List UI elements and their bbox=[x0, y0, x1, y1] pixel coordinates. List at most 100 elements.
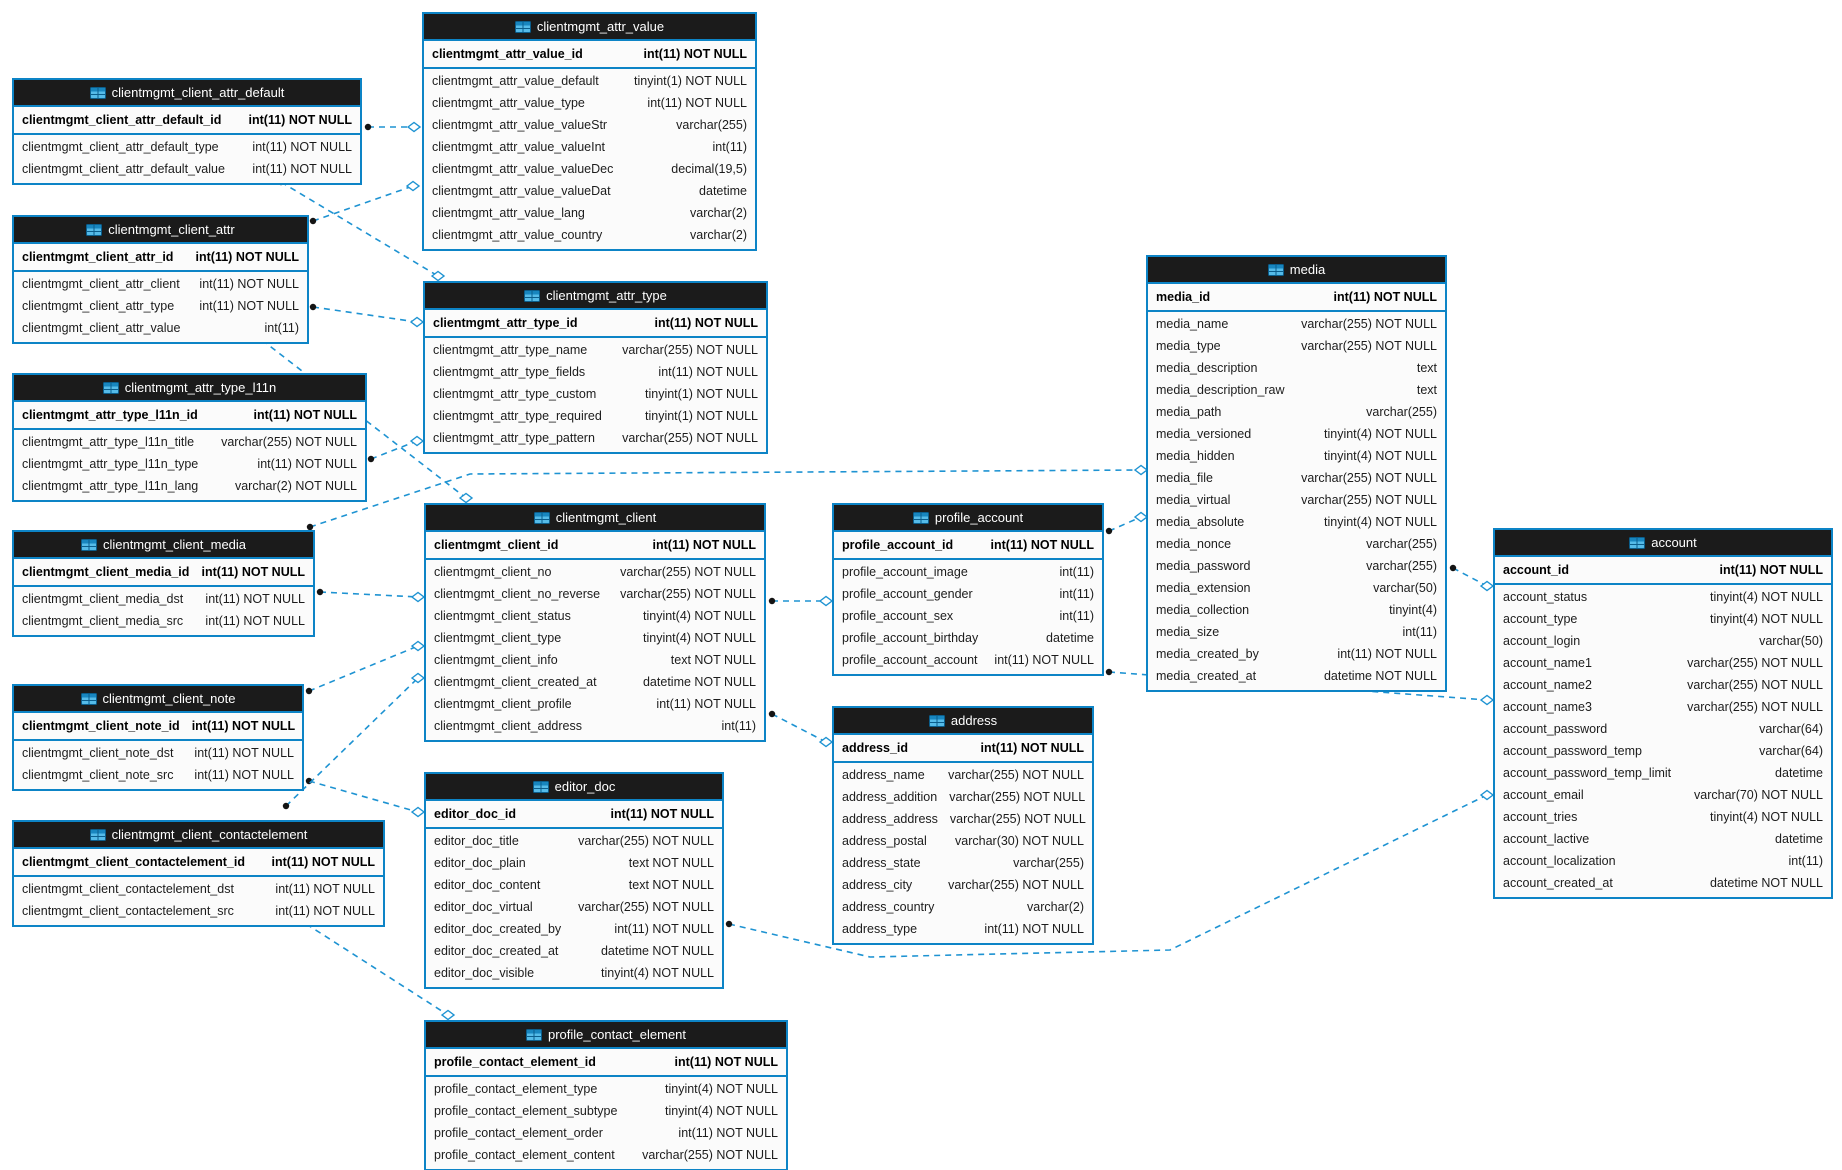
table-header[interactable]: clientmgmt_attr_type bbox=[425, 283, 766, 310]
table-icon bbox=[1267, 263, 1284, 276]
table-account[interactable]: account account_id int(11) NOT NULL acco… bbox=[1493, 528, 1833, 899]
relationship-profile_account-to-media[interactable] bbox=[1108, 516, 1142, 532]
table-clientmgmt_client_note[interactable]: clientmgmt_client_note clientmgmt_client… bbox=[12, 684, 304, 791]
column-type: varchar(2) bbox=[1027, 900, 1084, 914]
relationship-clientmgmt_client_attr-to-clientmgmt_attr_type[interactable] bbox=[312, 306, 418, 323]
table-clientmgmt_client_attr[interactable]: clientmgmt_client_attr clientmgmt_client… bbox=[12, 215, 309, 344]
column-name: address_type bbox=[842, 922, 918, 936]
table-header[interactable]: clientmgmt_attr_type_l11n bbox=[14, 375, 365, 402]
column-type: varchar(255) NOT NULL bbox=[1687, 678, 1823, 692]
table-header[interactable]: media bbox=[1148, 257, 1445, 284]
column-name: clientmgmt_attr_type_required bbox=[433, 409, 602, 423]
table-profile_account[interactable]: profile_account profile_account_id int(1… bbox=[832, 503, 1104, 676]
relationship-clientmgmt_client_attr_default-to-clientmgmt_attr_type[interactable] bbox=[280, 181, 439, 277]
column-name: account_password_temp_limit bbox=[1503, 766, 1672, 780]
column-name: editor_doc_plain bbox=[434, 856, 526, 870]
relationship-clientmgmt_attr_type_l11n-to-clientmgmt_attr_type[interactable] bbox=[370, 440, 418, 460]
column-type: int(11) NOT NULL bbox=[652, 538, 756, 552]
connector-dot bbox=[309, 303, 317, 311]
column-name: address_addition bbox=[842, 790, 938, 804]
table-clientmgmt_client_contactelement[interactable]: clientmgmt_client_contactelement clientm… bbox=[12, 820, 385, 927]
column-type: varchar(2) bbox=[690, 228, 747, 242]
table-media[interactable]: media media_id int(11) NOT NULL media_na… bbox=[1146, 255, 1447, 692]
column-name: clientmgmt_client_contactelement_src bbox=[22, 904, 234, 918]
table-clientmgmt_client_attr_default[interactable]: clientmgmt_client_attr_default clientmgm… bbox=[12, 78, 362, 185]
relationship-clientmgmt_client_attr-to-clientmgmt_attr_value[interactable] bbox=[312, 185, 414, 222]
table-editor_doc[interactable]: editor_doc editor_doc_id int(11) NOT NUL… bbox=[424, 772, 724, 989]
table-address[interactable]: address address_id int(11) NOT NULL addr… bbox=[832, 706, 1094, 945]
connector-diamond bbox=[818, 736, 834, 748]
relationship-clientmgmt_client_contactelement-to-clientmgmt_client[interactable] bbox=[285, 677, 419, 807]
relationship-clientmgmt_client-to-address[interactable] bbox=[771, 713, 827, 743]
table-header[interactable]: clientmgmt_client_media bbox=[14, 532, 313, 559]
table-header[interactable]: clientmgmt_client_attr_default bbox=[14, 80, 360, 107]
table-header[interactable]: profile_contact_element bbox=[426, 1022, 786, 1049]
column-type: text bbox=[1416, 383, 1437, 397]
column-name: media_collection bbox=[1156, 603, 1250, 617]
table-header[interactable]: clientmgmt_client_contactelement bbox=[14, 822, 383, 849]
column-type: tinyint(4) NOT NULL bbox=[643, 609, 756, 623]
connector-diamond bbox=[409, 316, 425, 328]
relationship-clientmgmt_client_media-to-media[interactable] bbox=[309, 469, 1142, 528]
column-type: int(11) NOT NULL bbox=[191, 719, 296, 733]
table-name: profile_account bbox=[934, 510, 1024, 525]
table-header[interactable]: clientmgmt_attr_value bbox=[424, 14, 755, 41]
table-header[interactable]: clientmgmt_client_attr bbox=[14, 217, 307, 244]
table-clientmgmt_client[interactable]: clientmgmt_client clientmgmt_client_id i… bbox=[424, 503, 766, 742]
table-clientmgmt_attr_value[interactable]: clientmgmt_attr_value clientmgmt_attr_va… bbox=[422, 12, 757, 251]
column-name: clientmgmt_client_media_dst bbox=[22, 592, 184, 606]
table-name: clientmgmt_attr_value bbox=[536, 19, 665, 34]
column-type: datetime bbox=[1775, 832, 1823, 846]
column-type: int(11) NOT NULL bbox=[984, 922, 1084, 936]
table-clientmgmt_attr_type[interactable]: clientmgmt_attr_type clientmgmt_attr_typ… bbox=[423, 281, 768, 454]
table-header[interactable]: clientmgmt_client bbox=[426, 505, 764, 532]
column-type: int(11) NOT NULL bbox=[990, 538, 1094, 552]
column-name: address_city bbox=[842, 878, 913, 892]
table-header[interactable]: clientmgmt_client_note bbox=[14, 686, 302, 713]
table-icon bbox=[89, 86, 106, 99]
table-header[interactable]: account bbox=[1495, 530, 1831, 557]
column-name: clientmgmt_client_attr_default_value bbox=[22, 162, 225, 176]
table-name: clientmgmt_client_contactelement bbox=[111, 827, 308, 842]
column-name: media_description bbox=[1156, 361, 1258, 375]
column-name: clientmgmt_client_no bbox=[434, 565, 552, 579]
column-type: int(11) bbox=[1059, 587, 1094, 601]
column-name: account_tries bbox=[1503, 810, 1578, 824]
primary-key-row: clientmgmt_client_contactelement_id int(… bbox=[14, 849, 383, 877]
column-name: editor_doc_created_by bbox=[434, 922, 562, 936]
relationship-clientmgmt_client_media-to-clientmgmt_client[interactable] bbox=[319, 591, 419, 598]
table-clientmgmt_attr_type_l11n[interactable]: clientmgmt_attr_type_l11n clientmgmt_att… bbox=[12, 373, 367, 502]
relationship-media-to-account[interactable] bbox=[1452, 567, 1488, 587]
table-header[interactable]: profile_account bbox=[834, 505, 1102, 532]
relationship-clientmgmt_client_note-to-clientmgmt_client[interactable] bbox=[308, 645, 419, 692]
relationship-clientmgmt_client_contactelement-to-profile_contact_element[interactable] bbox=[296, 917, 449, 1016]
table-header[interactable]: editor_doc bbox=[426, 774, 722, 801]
column-name: clientmgmt_client_created_at bbox=[434, 675, 597, 689]
table-header[interactable]: address bbox=[834, 708, 1092, 735]
column-type: int(11) NOT NULL bbox=[994, 653, 1094, 667]
column-type: varchar(255) NOT NULL bbox=[1687, 700, 1823, 714]
column-type: varchar(50) bbox=[1373, 581, 1437, 595]
column-type: int(11) bbox=[1788, 854, 1823, 868]
column-name: clientmgmt_attr_value_valueStr bbox=[432, 118, 608, 132]
column-type: varchar(255) bbox=[1013, 856, 1084, 870]
column-type: tinyint(4) NOT NULL bbox=[643, 631, 756, 645]
relationship-editor_doc-to-account[interactable] bbox=[728, 794, 1488, 958]
primary-key-row: clientmgmt_client_attr_default_id int(11… bbox=[14, 107, 360, 135]
connector-dot bbox=[768, 710, 776, 718]
relationship-clientmgmt_client_note-to-editor_doc[interactable] bbox=[308, 780, 419, 813]
table-clientmgmt_client_media[interactable]: clientmgmt_client_media clientmgmt_clien… bbox=[12, 530, 315, 637]
table-profile_contact_element[interactable]: profile_contact_element profile_contact_… bbox=[424, 1020, 788, 1170]
